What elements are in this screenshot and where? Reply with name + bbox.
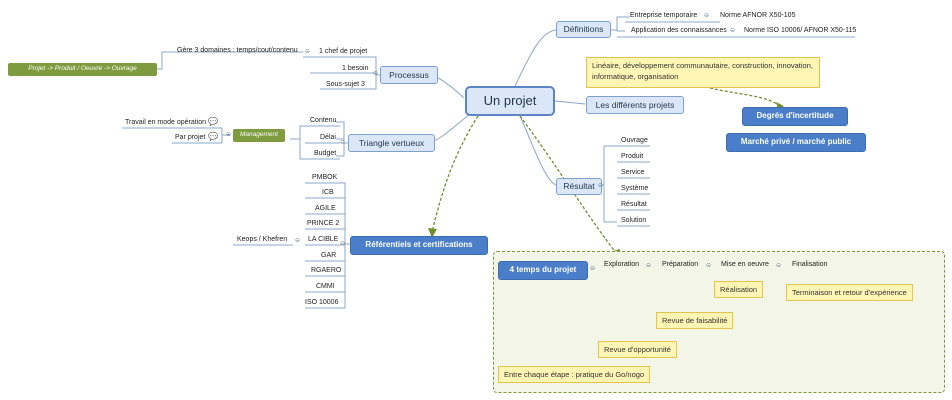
collapse-icon[interactable]: ⊖ [340,241,346,247]
triangle-item[interactable]: Délai [320,134,336,141]
resultat-item[interactable]: Produit [621,153,644,160]
collapse-icon[interactable]: ⊖ [305,49,311,55]
definition-item[interactable]: Application des connaissances [631,27,727,34]
collapse-icon[interactable]: ⊖ [730,28,736,34]
chain-node[interactable]: Projet -> Produit / Oeuvre -> Ouvrage [8,63,157,76]
collapse-icon[interactable]: ⊖ [704,13,710,19]
referentiel-item[interactable]: ISO 10006 [305,299,339,306]
definition-norm[interactable]: Norme ISO 10006/ AFNOR X50-115 [744,27,857,34]
definition-item[interactable]: Entreprise temporaire [630,12,698,19]
resultat-item[interactable]: Service [621,169,645,176]
resultat-item[interactable]: Résultat [621,201,647,208]
realisation-callout[interactable]: Réalisation [714,281,764,298]
collapse-icon[interactable]: ⊖ [776,263,782,269]
referentiel-item[interactable]: LA CIBLE [308,236,339,243]
processus-topic[interactable]: Processus [380,66,438,84]
referentiels-node[interactable]: Référentiels et certifications [350,236,488,255]
collapse-icon[interactable]: ⊖ [706,263,712,269]
referentiel-item[interactable]: PRINCE 2 [307,220,340,227]
referentiel-item[interactable]: AGILE [315,205,336,212]
referentiel-item[interactable]: GAR [321,252,337,259]
note-icon[interactable]: 💬 [208,132,218,141]
phase-item[interactable]: Préparation [662,261,699,268]
resultat-topic[interactable]: Résultat [556,178,602,195]
processus-item[interactable]: 1 besoin [342,65,369,72]
collapse-icon[interactable]: ⊖ [295,238,301,244]
referentiel-item[interactable]: CMMI [316,283,335,290]
incertitude-node[interactable]: Degrés d'incertitude [742,107,848,126]
definitions-topic[interactable]: Définitions [556,21,611,38]
phase-item[interactable]: Mise en oeuvre [721,261,769,268]
resultat-item[interactable]: Système [621,185,649,192]
referentiel-item[interactable]: RGAERO [311,267,342,274]
domaines-text[interactable]: Gère 3 domaines : temps/cout/contenu [177,47,298,54]
referentiel-item[interactable]: PMBOK [312,174,338,181]
processus-item[interactable]: Sous-sujet 3 [326,81,365,88]
phase-item[interactable]: Finalisation [792,261,828,268]
collapse-icon[interactable]: ⊖ [226,132,232,138]
marche-node[interactable]: Marché privé / marché public [726,133,866,152]
management-node[interactable]: Management [233,129,285,142]
collapse-icon[interactable]: ⊖ [373,71,379,77]
terminaison-callout[interactable]: Terminaison et retour d'expérience [786,284,913,301]
resultat-item[interactable]: Solution [621,217,647,224]
keops-text[interactable]: Keops / Khefren [237,236,288,243]
management-item[interactable]: Par projet [175,134,206,141]
faisabilite-callout[interactable]: Revue de faisabilité [656,312,734,329]
definition-norm[interactable]: Norme AFNOR X50-105 [720,12,796,19]
triangle-item[interactable]: Contenu [310,117,337,124]
central-topic[interactable]: Un projet [465,86,555,116]
go-nogo-callout[interactable]: Entre chaque étape : pratique du Go/nogo [498,366,651,383]
collapse-icon[interactable]: ⊖ [590,266,596,272]
processus-item[interactable]: 1 chef de projet [319,48,368,55]
projets-callout[interactable]: Linéaire, développement communautaire, c… [586,57,820,88]
referentiel-item[interactable]: ICB [322,189,334,196]
resultat-item[interactable]: Ouvrage [621,137,648,144]
note-icon[interactable]: 💬 [208,117,218,126]
projets-topic[interactable]: Les différents projets [586,96,684,114]
collapse-icon[interactable]: ⊖ [598,183,604,189]
temps-node[interactable]: 4 temps du projet [498,261,588,280]
phase-item[interactable]: Exploration [604,261,640,268]
opportunite-callout[interactable]: Revue d'opportunité [598,341,677,358]
collapse-icon[interactable]: ⊖ [340,140,346,146]
management-item[interactable]: Travail en mode opération [125,119,207,126]
triangle-topic[interactable]: Triangle vertueux [348,134,435,152]
collapse-icon[interactable]: ⊖ [646,263,652,269]
triangle-item[interactable]: Budget [314,150,337,157]
